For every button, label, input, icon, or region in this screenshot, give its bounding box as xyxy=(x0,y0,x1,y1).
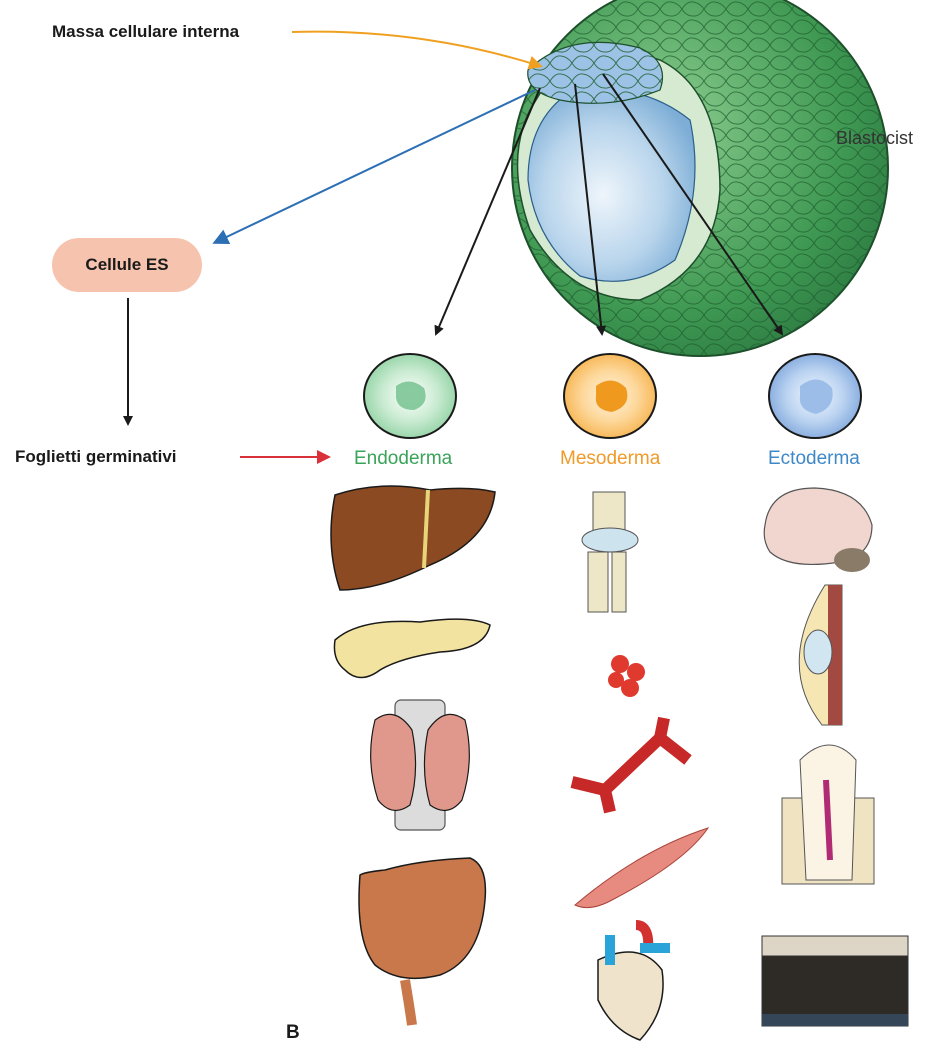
skin-icon xyxy=(762,936,908,1026)
panel-label: B xyxy=(286,1022,300,1044)
germ-layers-label: Foglietti germinativi xyxy=(15,447,177,467)
ectoderm-cell-icon xyxy=(769,354,861,438)
blastocyst-label: Blastocist xyxy=(836,128,913,149)
tooth-icon xyxy=(782,745,874,884)
es-cells-label: Cellule ES xyxy=(85,255,168,275)
ectoderm-label: Ectoderma xyxy=(768,448,860,470)
inner-cell-mass-label: Massa cellulare interna xyxy=(52,22,239,42)
inner-cell-mass-arrow xyxy=(292,32,540,66)
endoderm-cell-icon xyxy=(364,354,456,438)
mesoderm-label: Mesoderma xyxy=(560,448,660,470)
es-cells-pill: Cellule ES xyxy=(52,238,202,292)
thyroid-icon xyxy=(371,700,470,830)
muscle-fiber-icon xyxy=(575,828,708,908)
knee-joint-icon xyxy=(582,492,638,612)
mammary-gland-icon xyxy=(799,585,842,725)
pancreas-icon xyxy=(334,619,490,677)
blood-vessel-icon xyxy=(572,718,688,812)
brain-icon xyxy=(764,488,872,572)
red-blood-cells-icon xyxy=(608,655,645,697)
endoderm-label: Endoderma xyxy=(354,448,452,470)
blastocyst-icon xyxy=(512,0,888,356)
heart-icon xyxy=(598,925,670,1040)
liver-icon xyxy=(331,486,495,590)
intestine-icon xyxy=(359,858,485,1025)
mesoderm-cell-icon xyxy=(564,354,656,438)
es-cells-arrow xyxy=(216,90,535,242)
